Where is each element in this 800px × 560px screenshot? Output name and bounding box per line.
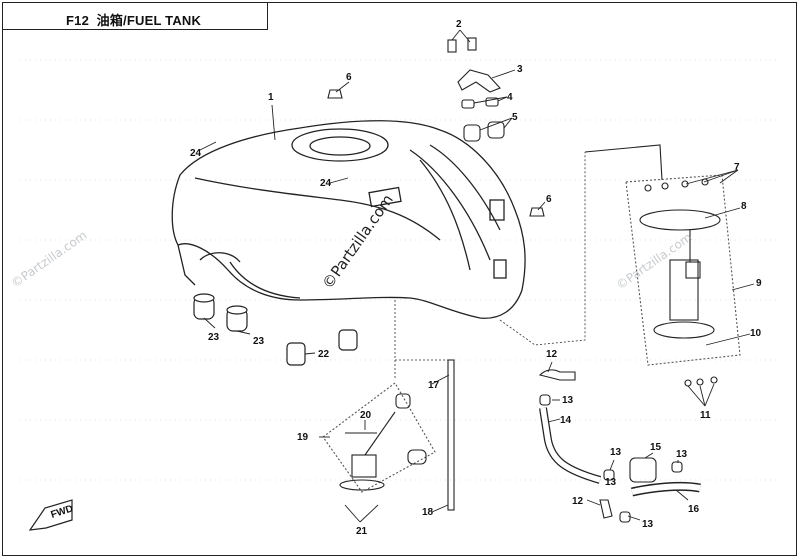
callout-13d: 13 — [642, 519, 654, 530]
title-box: F12 油箱/FUEL TANK — [2, 2, 268, 30]
callout-2: 2 — [456, 19, 462, 30]
callout-15: 15 — [650, 442, 662, 453]
callout-24a: 24 — [190, 148, 202, 159]
assembly-outline — [394, 152, 586, 380]
callout-6a: 6 — [346, 72, 352, 83]
callout-6b: 6 — [546, 194, 552, 205]
hoses-and-fittings — [447, 359, 701, 523]
callout-9: 9 — [756, 278, 762, 289]
callout-3: 3 — [517, 64, 523, 75]
page-title: F12 油箱/FUEL TANK — [66, 10, 201, 29]
callout-21: 21 — [356, 526, 368, 537]
callout-13a: 13 — [562, 395, 574, 406]
callout-20: 20 — [360, 410, 372, 421]
callout-13c: 13 — [676, 449, 688, 460]
callout-13e: 13 — [605, 477, 617, 488]
rubber-bumpers — [193, 293, 358, 366]
callout-5: 5 — [512, 112, 518, 123]
callout-4: 4 — [507, 92, 513, 103]
callout-12b: 12 — [572, 496, 584, 507]
figure-code: F12 — [66, 13, 90, 28]
callout-18: 18 — [422, 507, 434, 518]
callout-11: 11 — [700, 410, 711, 421]
watermark-center: ©Partzilla.com — [319, 191, 397, 292]
callout-12a: 12 — [546, 349, 558, 360]
callout-8: 8 — [741, 201, 747, 212]
fuel-pump-assembly — [584, 144, 741, 387]
watermark-left: ©Partzilla.com — [9, 228, 90, 290]
callout-17: 17 — [428, 380, 440, 391]
callout-24b: 24 — [320, 178, 332, 189]
watermarks: ©Partzilla.com ©Partzilla.com ©Partzilla… — [9, 191, 695, 292]
background-dot-lines — [20, 59, 780, 481]
callout-19: 19 — [297, 432, 309, 443]
figure-title: 油箱/FUEL TANK — [96, 13, 202, 28]
callout-7: 7 — [734, 162, 740, 173]
callout-1: 1 — [268, 92, 274, 103]
callout-16: 16 — [688, 504, 700, 515]
callout-14: 14 — [560, 415, 572, 426]
fuel-tank-shell — [171, 120, 526, 319]
leader-lines — [199, 29, 755, 523]
watermark-right: ©Partzilla.com — [614, 230, 695, 292]
callout-13b: 13 — [610, 447, 622, 458]
fwd-arrow-icon: FWD — [28, 499, 75, 531]
part-callouts: 1 2 3 4 5 6 6 7 8 9 10 11 12 12 13 13 13… — [190, 19, 762, 537]
callout-22: 22 — [318, 349, 330, 360]
callout-23a: 23 — [208, 332, 220, 343]
mounting-bracket-hardware — [327, 37, 545, 217]
fuel-level-sender — [322, 382, 436, 493]
callout-23b: 23 — [253, 336, 265, 347]
callout-10: 10 — [750, 328, 762, 339]
